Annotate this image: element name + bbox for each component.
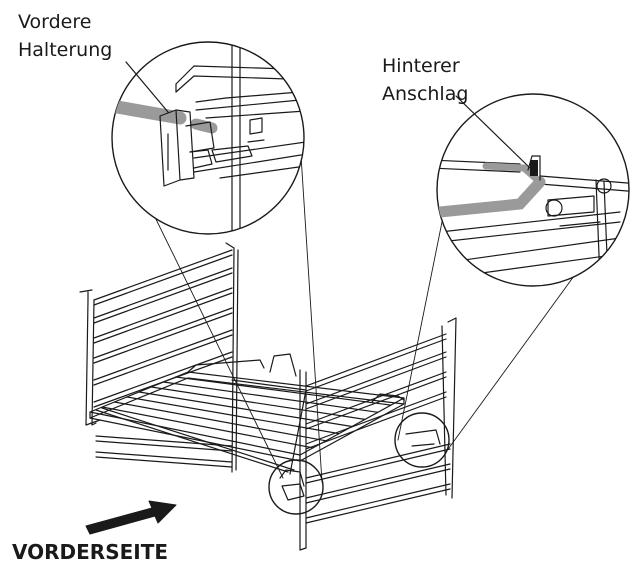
rear-stop-spot	[394, 412, 450, 468]
shelf-wire	[126, 396, 340, 435]
shelf-wire	[138, 391, 353, 428]
front-holder-spot	[268, 459, 324, 515]
rear-stop-label-line2: Anschlag	[382, 83, 469, 105]
label-pointers	[125, 61, 531, 169]
front-holder-magnifier	[111, 41, 305, 235]
rear-stop-detail	[437, 155, 629, 281]
front-holder-label-line2: Halterung	[18, 39, 113, 61]
left-rung-lower	[95, 435, 233, 452]
spot-details	[281, 429, 441, 501]
rear-stop-label-line1: Hinterer	[382, 55, 460, 77]
shelf-wire	[113, 401, 327, 442]
left-rung	[93, 329, 233, 386]
left-rung-lower	[95, 451, 233, 468]
shelf-cross-wires	[101, 376, 392, 449]
left-support-rungs	[93, 249, 233, 468]
left-rung	[93, 287, 233, 344]
right-rung-lower	[305, 463, 451, 504]
left-rung	[93, 307, 233, 364]
left-rung	[93, 249, 233, 306]
shelf-wire	[175, 376, 392, 406]
right-rung-lower	[305, 443, 451, 484]
right-rung-lower	[305, 483, 451, 524]
right-shelf-support	[299, 317, 457, 551]
shelf-wire	[162, 381, 379, 413]
front-direction-arrow	[85, 500, 177, 535]
right-rung	[305, 391, 447, 450]
right-rung	[305, 333, 447, 392]
front-holder-label-line1: Vordere	[18, 11, 92, 33]
shelf-wire	[150, 386, 366, 420]
front-side-label: VORDERSEITE	[12, 540, 169, 564]
right-support-rungs	[305, 333, 451, 524]
left-rung	[93, 267, 233, 324]
shelf-wire	[101, 406, 314, 449]
